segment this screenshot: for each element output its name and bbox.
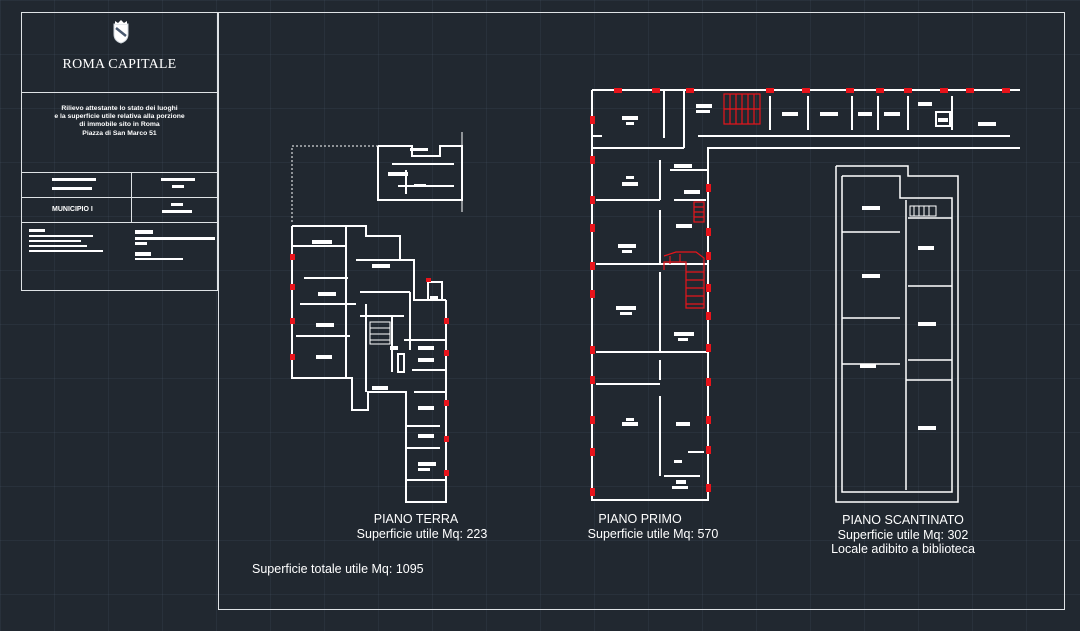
description-line: Piazza di San Marco 51 (82, 129, 157, 137)
redacted-text (29, 245, 87, 247)
title-block-cell: MUNICIPIO I (22, 198, 132, 222)
redacted-text (52, 187, 92, 190)
redacted-text (135, 242, 147, 245)
redacted-text (29, 240, 81, 242)
title-block-cell (22, 173, 132, 197)
first-floor-plan (591, 89, 1020, 501)
org-name: ROMA CAPITALE (62, 57, 177, 72)
ground-floor-area: Superficie utile Mq: 223 (356, 527, 488, 541)
redacted-text (29, 229, 45, 232)
first-floor-title: PIANO PRIMO (598, 512, 682, 526)
first-floor-stairs (663, 93, 761, 309)
first-floor-area: Superficie utile Mq: 570 (587, 527, 719, 541)
redacted-text (135, 258, 183, 260)
emblem-icon (113, 20, 129, 44)
redacted-text (52, 178, 96, 181)
redacted-text (172, 185, 184, 188)
title-block-row-2: MUNICIPIO I (22, 198, 217, 223)
basement-area: Superficie utile Mq: 302 (837, 528, 969, 542)
basement-plan (835, 165, 959, 503)
total-area: Superficie totale utile Mq: 1095 (252, 562, 424, 576)
ground-floor-title: PIANO TERRA (373, 512, 459, 526)
redacted-text (135, 230, 153, 234)
basement-use: Locale adibito a biblioteca (831, 542, 975, 556)
ground-floor-plan (291, 132, 463, 503)
first-floor-openings (590, 88, 1010, 496)
redacted-text (29, 235, 93, 237)
district-label: MUNICIPIO I (52, 206, 93, 213)
title-block-description: Rilievo attestante lo stato dei luoghi e… (22, 93, 217, 173)
description-line: e la superficie utile relativa alla porz… (54, 113, 185, 121)
title-block: ROMA CAPITALE Rilievo attestante lo stat… (21, 12, 218, 291)
basement-labels (860, 206, 936, 430)
title-block-row-1 (22, 173, 217, 198)
redacted-text (135, 252, 151, 256)
drawing-frame (218, 12, 1065, 610)
description-line: Rilievo attestante lo stato dei luoghi (61, 105, 178, 112)
redacted-text (161, 178, 195, 181)
ground-floor-labels (312, 148, 438, 471)
description-line: di immobile sito in Roma (79, 121, 160, 129)
title-block-header: ROMA CAPITALE (22, 13, 217, 93)
redacted-text (171, 203, 183, 206)
redacted-text (29, 250, 103, 252)
project-description: Rilievo attestante lo stato dei luoghi e… (28, 105, 211, 138)
basement-title: PIANO SCANTINATO (842, 513, 964, 527)
redacted-text (162, 210, 192, 213)
redacted-text (135, 237, 215, 240)
first-floor-labels (616, 102, 996, 489)
title-block-notes (22, 223, 217, 292)
ground-floor-openings (290, 254, 449, 476)
